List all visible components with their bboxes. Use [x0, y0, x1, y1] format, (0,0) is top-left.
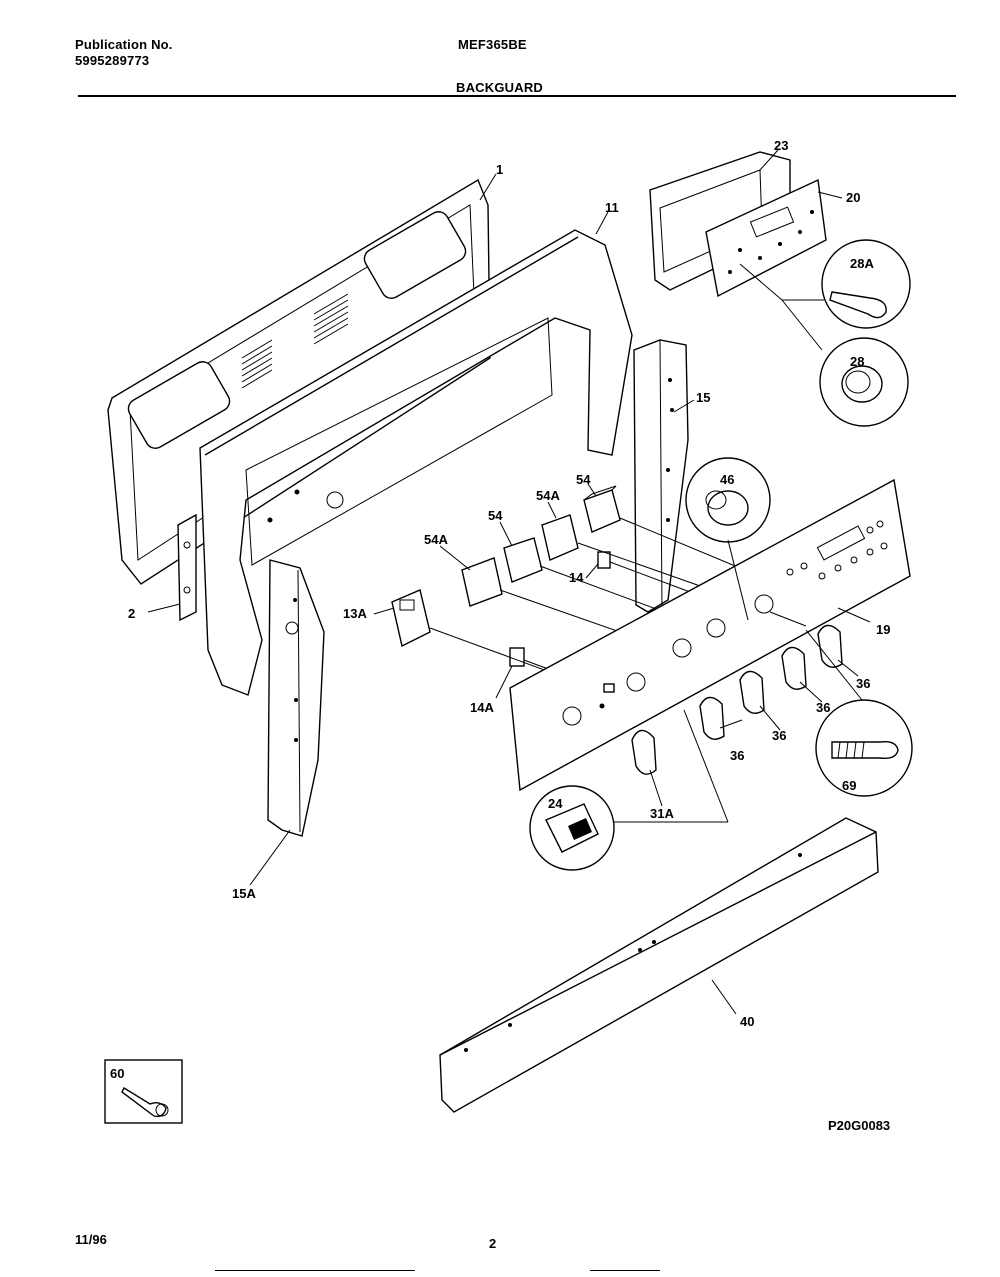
- detail-24-rocker-switch: [529, 785, 615, 871]
- publication-date: 11/96: [75, 1232, 107, 1247]
- callout-leaders: [147, 149, 871, 1015]
- callout-14: 14: [569, 570, 584, 585]
- part-2-side-bracket: [177, 513, 197, 622]
- detail-46-knob-button: [685, 457, 771, 543]
- model-number: MEF365BE: [458, 37, 527, 52]
- callout-24: 24: [548, 796, 563, 811]
- callout-46: 46: [720, 472, 734, 487]
- part-15a-left-bracket: [267, 559, 325, 837]
- detail-28-push-button-cap: [819, 337, 909, 427]
- part-19-control-panel: [509, 478, 911, 792]
- callout-54a-upper: 54A: [536, 488, 560, 503]
- callout-labels: 1 2 11 13A 14 14A 15 15A 19 20 23 24 28 …: [110, 138, 890, 1081]
- part-60-screw-box: [104, 1059, 183, 1124]
- publication-number: 5995289773: [75, 53, 150, 68]
- callout-28a: 28A: [850, 256, 874, 271]
- callout-54a-lower: 54A: [424, 532, 448, 547]
- page-number: 2: [489, 1236, 497, 1251]
- callout-1: 1: [496, 162, 503, 177]
- callout-15a: 15A: [232, 886, 256, 901]
- section-title: BACKGUARD: [456, 80, 544, 95]
- callout-19: 19: [876, 622, 890, 637]
- part-36-knob-4: [817, 624, 843, 668]
- callout-36-1: 36: [730, 748, 744, 763]
- callout-14a: 14A: [470, 700, 494, 715]
- part-54-switch-upper: [583, 485, 621, 533]
- part-54-switch-lower: [503, 537, 543, 583]
- callout-36-4: 36: [856, 676, 870, 691]
- footer-rule-short: [590, 1270, 660, 1271]
- callout-31a: 31A: [650, 806, 674, 821]
- part-15-right-bracket: [633, 339, 689, 613]
- callout-23: 23: [774, 138, 788, 153]
- header-rule: [78, 95, 956, 97]
- part-54a-switch-upper: [541, 514, 579, 561]
- detail-69-screw: [815, 699, 913, 797]
- part-13a-selector-switch: [391, 589, 431, 648]
- publication-label: Publication No.: [75, 37, 173, 52]
- callout-2: 2: [128, 606, 135, 621]
- part-36-knob-2: [739, 670, 765, 714]
- detail-28a-push-button: [821, 239, 911, 329]
- callout-54-lower: 54: [488, 508, 503, 523]
- part-14a-indicator-light: [509, 647, 525, 667]
- callout-11: 11: [605, 200, 619, 215]
- figure-code: P20G0083: [828, 1118, 891, 1133]
- footer-rule: [215, 1270, 415, 1271]
- callout-28: 28: [850, 354, 864, 369]
- part-40-trim-strip: [439, 817, 879, 1113]
- callout-69: 69: [842, 778, 856, 793]
- callout-60: 60: [110, 1066, 124, 1081]
- callout-20: 20: [846, 190, 860, 205]
- part-31a-knob: [631, 729, 657, 775]
- part-20-control-board: [705, 178, 827, 298]
- part-11-backguard-frame: [199, 229, 633, 696]
- callout-36-2: 36: [772, 728, 786, 743]
- callout-54-upper: 54: [576, 472, 591, 487]
- part-54a-switch-lower: [461, 557, 503, 607]
- callout-40: 40: [740, 1014, 754, 1029]
- part-36-knob-3: [781, 646, 807, 690]
- callout-15: 15: [696, 390, 710, 405]
- callout-36-3: 36: [816, 700, 830, 715]
- callout-13a: 13A: [343, 606, 367, 621]
- detail-connector-lines: [614, 263, 863, 823]
- part-36-knob-1: [699, 696, 725, 740]
- part-14-indicator-light: [597, 551, 611, 569]
